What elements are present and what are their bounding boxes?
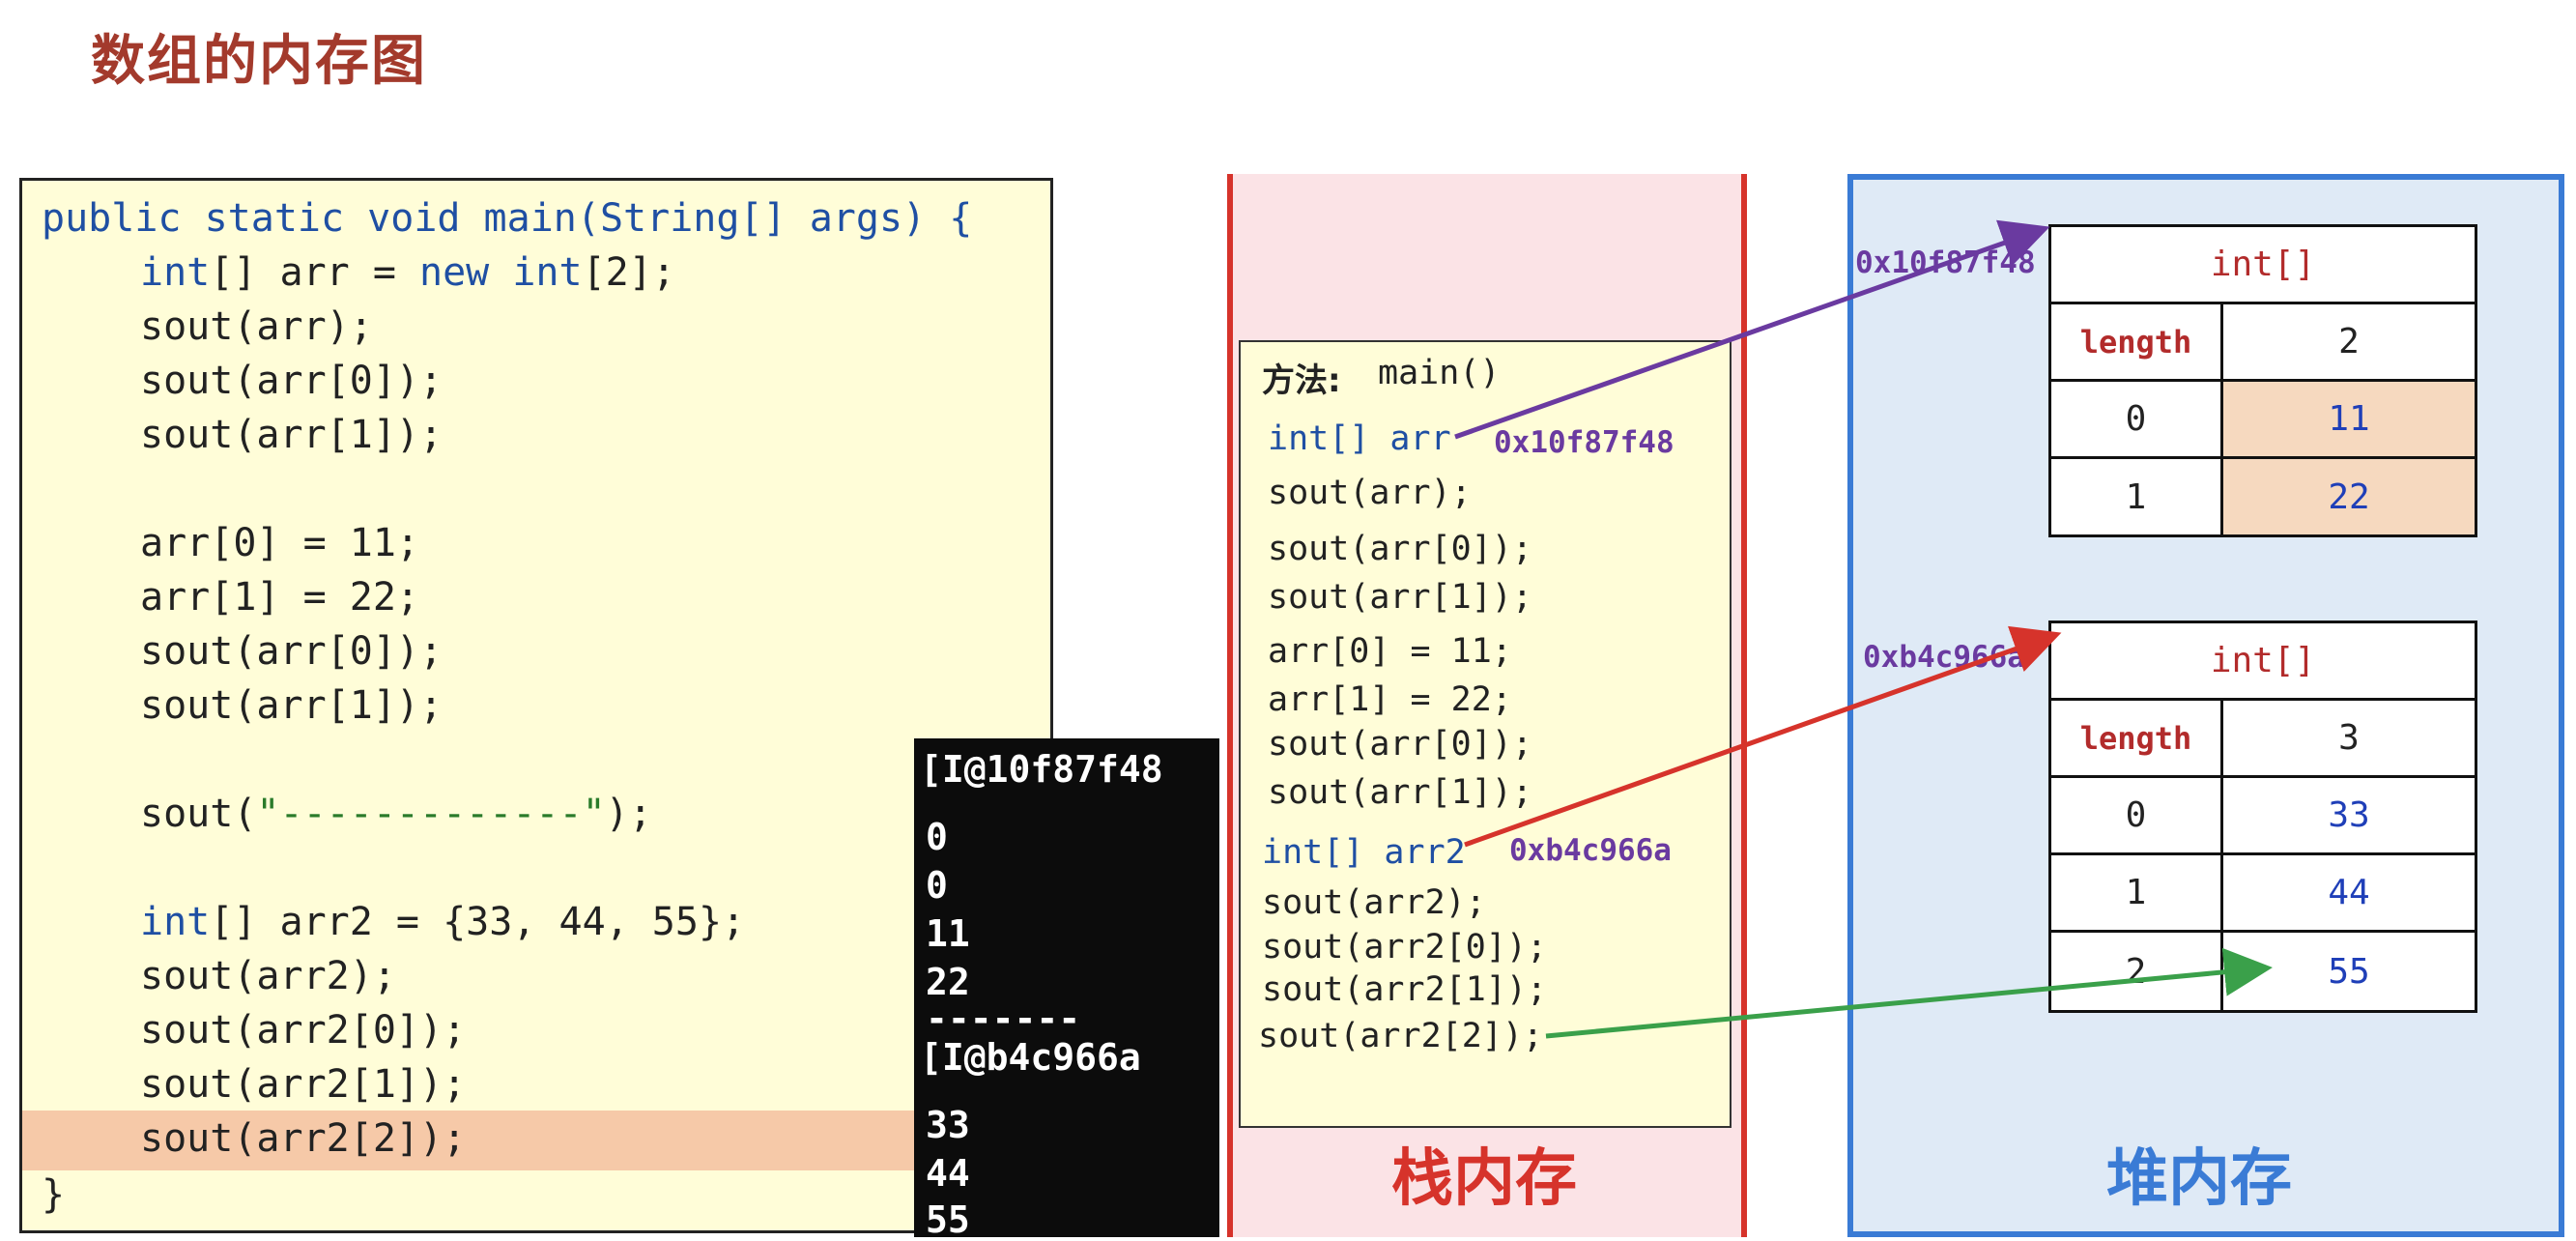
console-line: 0: [926, 864, 948, 907]
code-line-16: }: [42, 1172, 66, 1217]
stack-line: sout(arr[0]);: [1268, 530, 1532, 568]
console-line: 0: [926, 816, 948, 858]
length-value: 2: [2223, 304, 2475, 382]
code-line-6: arr[0] = 11;: [140, 521, 419, 565]
code-string: "-------------": [256, 792, 606, 836]
code-line-14: sout(arr2[1]);: [140, 1062, 467, 1107]
code-token: );: [605, 792, 652, 836]
heap-array-1: int[] length 2 0 11 1 22: [2048, 224, 2477, 537]
array-type-header: int[]: [2051, 623, 2475, 701]
length-label: length: [2051, 701, 2223, 778]
page-title: 数组的内存图: [91, 30, 427, 93]
element-value: 22: [2223, 459, 2475, 534]
console-line: 33: [926, 1104, 970, 1146]
console-line: [I@10f87f48: [920, 748, 1163, 791]
code-line-4: sout(arr[0]);: [140, 359, 444, 403]
console-line: -------: [926, 997, 1081, 1040]
console-line: 44: [926, 1152, 970, 1195]
code-line-10: sout("-------------");: [42, 790, 652, 838]
stack-memory-label: 栈内存: [1391, 1143, 1577, 1215]
code-token: int: [140, 900, 211, 944]
length-value: 3: [2223, 701, 2475, 778]
stack-line: sout(arr2);: [1262, 883, 1486, 922]
code-token: sout(: [140, 792, 257, 836]
code-panel: public static void main(String[] args) {…: [19, 178, 1053, 1233]
code-line-7: arr[1] = 22;: [140, 575, 419, 620]
console-line: 11: [926, 912, 970, 955]
console-line: [I@b4c966a: [920, 1036, 1141, 1079]
method-name: main(): [1378, 354, 1501, 392]
code-token: new: [419, 250, 490, 295]
stack-line: sout(arr2[2]);: [1258, 1017, 1544, 1055]
element-value: 55: [2328, 951, 2370, 992]
console-line: 22: [926, 961, 970, 1003]
stack-line: sout(arr[1]);: [1268, 773, 1532, 812]
method-frame: 方法: main() int[] arr sout(arr); sout(arr…: [1239, 340, 1732, 1128]
stack-line: sout(arr[1]);: [1268, 578, 1532, 617]
array-type-header: int[]: [2051, 227, 2475, 304]
code-main-signature: public static void main(String[] args) {: [42, 196, 973, 241]
index-cell: 0: [2051, 778, 2223, 855]
console-output: [I@10f87f48 0 0 11 22 ------- [I@b4c966a…: [914, 738, 1219, 1241]
stack-line: arr[0] = 11;: [1268, 632, 1512, 671]
code-token: [2];: [582, 250, 675, 295]
element-value: 33: [2223, 778, 2475, 855]
stack-line: sout(arr2[1]);: [1262, 970, 1548, 1009]
code-line-2: int[] arr = new int[2];: [42, 248, 675, 297]
console-line: 55: [926, 1198, 970, 1241]
index-cell: 0: [2051, 382, 2223, 459]
code-line-11: int[] arr2 = {33, 44, 55};: [42, 898, 745, 946]
stack-line: sout(arr2[0]);: [1262, 928, 1548, 967]
code-token: [] arr =: [210, 250, 419, 295]
arrow-arr2-to-heap: [1464, 625, 2062, 848]
arrow-arr-to-heap: [1454, 219, 2050, 440]
element-value: 44: [2223, 855, 2475, 933]
stack-line: sout(arr[0]);: [1268, 725, 1532, 764]
stack-line: sout(arr);: [1268, 474, 1472, 512]
stack-var-arr: int[] arr: [1268, 419, 1451, 458]
length-label: length: [2051, 304, 2223, 382]
code-line-9: sout(arr[1]);: [140, 683, 444, 728]
index-cell: 1: [2051, 459, 2223, 534]
code-token: [] arr2 = {33, 44, 55};: [210, 900, 746, 944]
code-line-8: sout(arr[0]);: [140, 629, 444, 674]
current-line-highlight: [22, 1111, 1050, 1170]
method-label: 方法:: [1262, 361, 1341, 400]
code-line-5: sout(arr[1]);: [140, 413, 444, 457]
stack-address-arr: 0x10f87f48: [1494, 425, 1674, 460]
code-line-1: public static void main(String[] args) {: [42, 194, 972, 243]
stack-address-arr2: 0xb4c966a: [1509, 833, 1672, 868]
code-line-3: sout(arr);: [140, 304, 373, 349]
code-token: int: [140, 250, 211, 295]
arrow-arr2-element: [1545, 947, 2273, 1039]
heap-array-2: int[] length 3 0 33 1 44 2 55: [2048, 620, 2477, 1013]
heap-memory-label: 堆内存: [2106, 1143, 2292, 1215]
code-token: int: [512, 250, 583, 295]
stack-var-arr2: int[] arr2: [1262, 833, 1466, 872]
code-line-13: sout(arr2[0]);: [140, 1008, 467, 1053]
stack-line: arr[1] = 22;: [1268, 680, 1512, 719]
code-line-12: sout(arr2);: [140, 954, 396, 998]
index-cell: 1: [2051, 855, 2223, 933]
element-value: 11: [2223, 382, 2475, 459]
code-line-15: sout(arr2[2]);: [140, 1116, 467, 1161]
